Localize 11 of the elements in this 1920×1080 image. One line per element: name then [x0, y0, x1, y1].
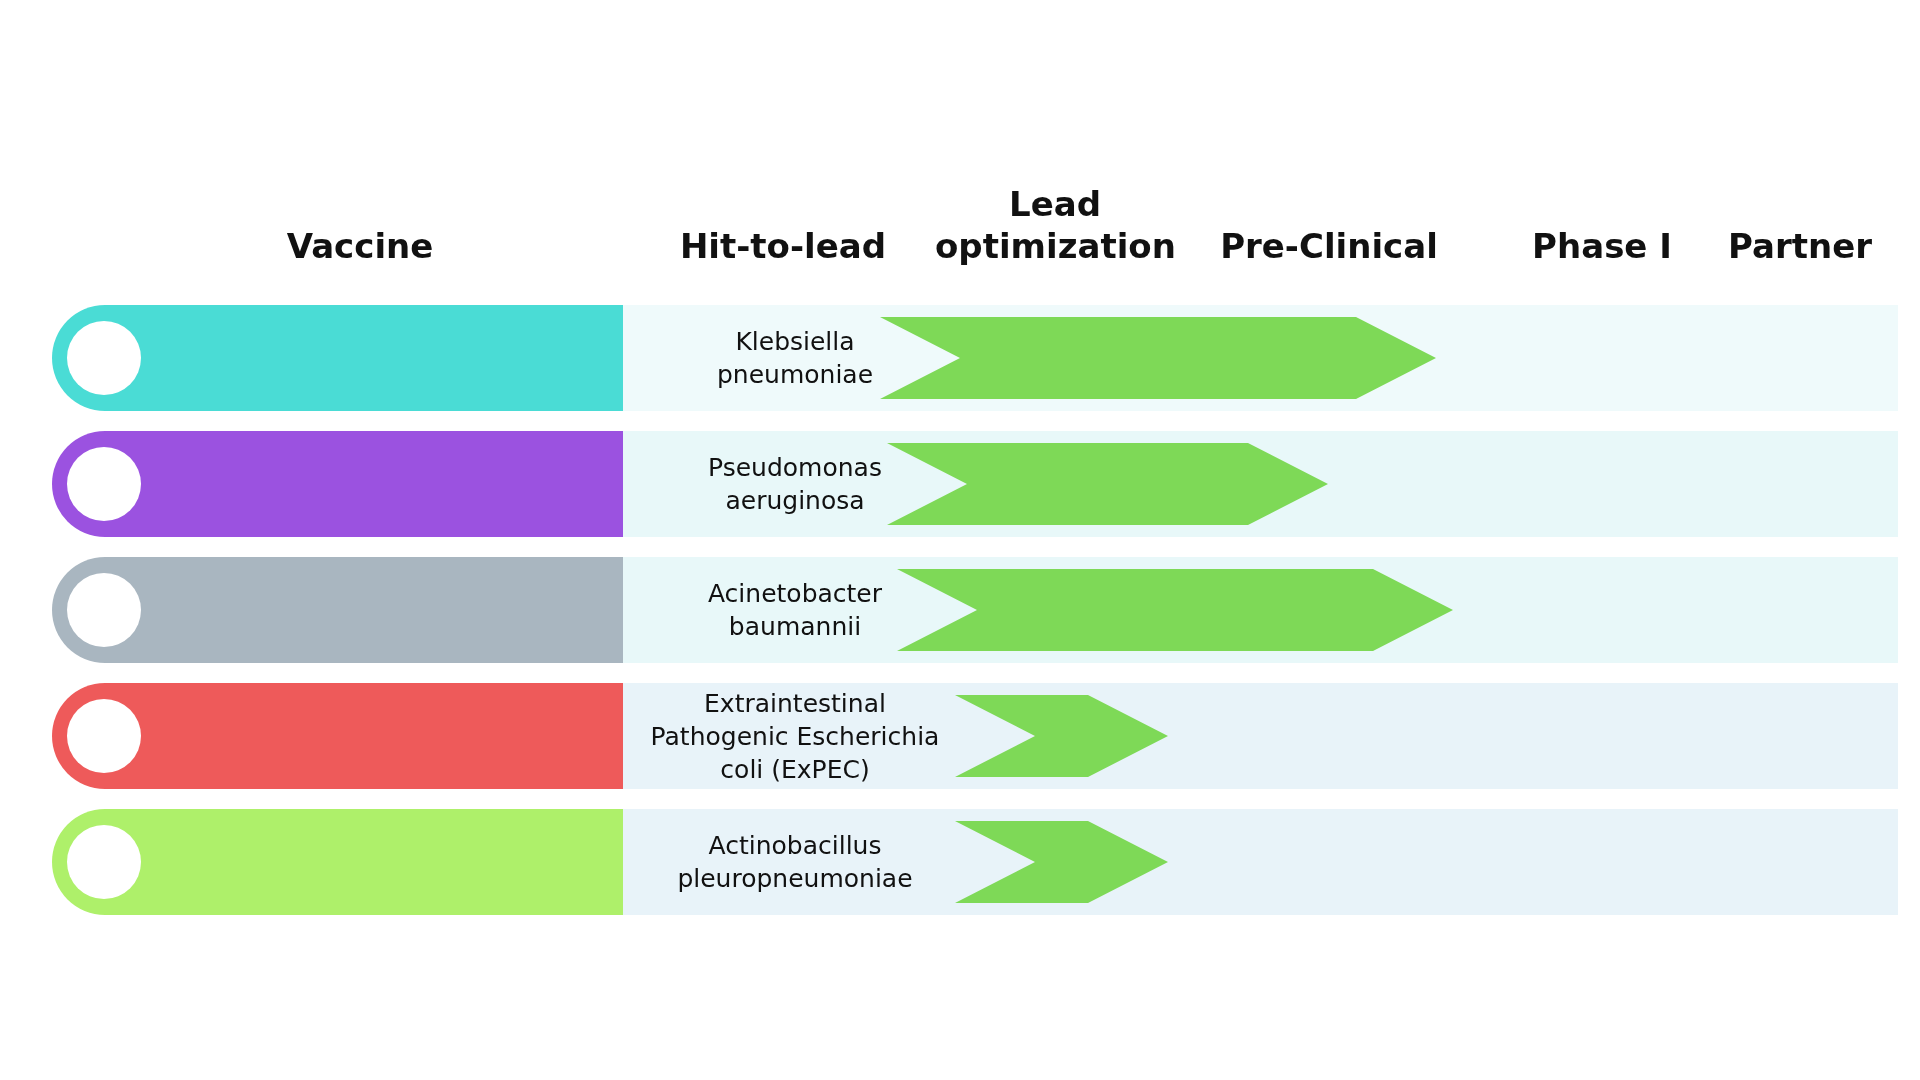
pathogen-label: Actinobacillus pleuropneumoniae	[676, 830, 914, 895]
column-header: Lead optimization	[935, 183, 1175, 267]
column-header: Vaccine	[285, 225, 435, 267]
pathogen-label: Acinetobacter baumannii	[706, 578, 884, 643]
pathogen-label: Pseudomonas aeruginosa	[707, 452, 883, 517]
column-header: Partner	[1727, 225, 1873, 267]
column-header: Phase I	[1531, 225, 1673, 267]
column-header: Hit-to-lead	[678, 225, 888, 267]
pathogen-label: Klebsiella pneumoniae	[715, 326, 875, 391]
column-header: Pre-Clinical	[1219, 225, 1439, 267]
pathogen-label: Extraintestinal Pathogenic Escherichia coli (ExPEC)	[649, 687, 941, 786]
